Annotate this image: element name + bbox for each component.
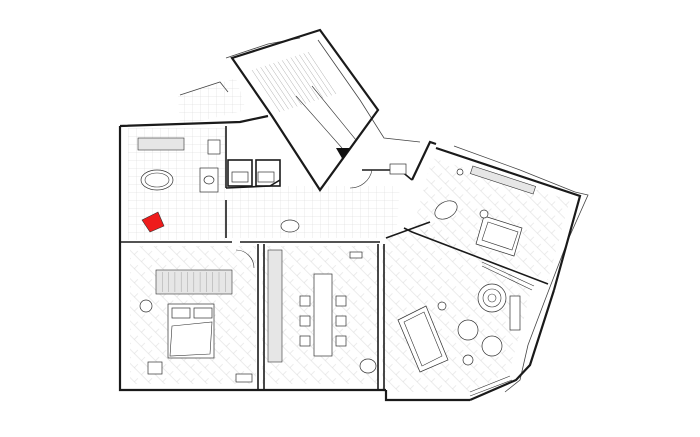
armchair-block bbox=[475, 215, 523, 257]
living-shelf bbox=[509, 295, 521, 331]
corridor-table bbox=[280, 219, 300, 233]
study-desk bbox=[470, 165, 536, 195]
kitchen-counter bbox=[267, 249, 283, 363]
dining-chair bbox=[299, 335, 311, 347]
entry-door-swing bbox=[349, 169, 373, 189]
toilet bbox=[207, 139, 221, 155]
lamp-study bbox=[456, 168, 464, 176]
site-context bbox=[179, 37, 589, 393]
stair-tread bbox=[273, 62, 302, 106]
bathroom-shelf bbox=[137, 137, 185, 151]
stair-tread bbox=[290, 57, 319, 100]
dining-chair bbox=[299, 295, 311, 307]
laundry bbox=[231, 171, 249, 183]
stair-tread bbox=[299, 54, 328, 97]
lamp-living bbox=[437, 301, 447, 311]
stair-tread bbox=[294, 56, 324, 99]
dining-chair bbox=[299, 315, 311, 327]
living-room bbox=[397, 283, 521, 397]
bedroom bbox=[139, 249, 255, 383]
bathroom bbox=[137, 137, 275, 233]
red-chair bbox=[141, 211, 165, 233]
round-rug bbox=[477, 283, 507, 313]
radiator bbox=[235, 373, 253, 383]
dining-chair bbox=[335, 335, 347, 347]
living-plant bbox=[481, 335, 503, 357]
study bbox=[434, 165, 536, 291]
stair-tread bbox=[256, 68, 285, 111]
stair-tread bbox=[264, 65, 294, 108]
stair-tread bbox=[260, 67, 289, 110]
stair-treads bbox=[251, 51, 337, 113]
stair-tread bbox=[303, 53, 332, 96]
stair-tread bbox=[286, 58, 315, 102]
bedroom-stool bbox=[147, 361, 163, 375]
stair-tread bbox=[307, 51, 337, 95]
stair-tread bbox=[277, 61, 306, 104]
wardrobe bbox=[155, 269, 233, 295]
coffee-table bbox=[457, 319, 479, 341]
entrance-triangle-icon bbox=[336, 148, 350, 160]
walls bbox=[118, 114, 582, 402]
pillow-left bbox=[171, 307, 191, 319]
stair-tread bbox=[282, 60, 311, 103]
dining-plant bbox=[359, 358, 377, 374]
study-plant bbox=[479, 209, 489, 219]
closet-shelves bbox=[257, 171, 275, 183]
dining-table bbox=[313, 273, 333, 357]
stair-tread bbox=[251, 69, 281, 113]
dining-chair bbox=[335, 315, 347, 327]
dining-chair bbox=[335, 295, 347, 307]
side-table bbox=[462, 354, 474, 366]
entry-cabinet bbox=[389, 163, 407, 175]
dining-shelf bbox=[349, 251, 363, 259]
pillow-right bbox=[193, 307, 213, 319]
stair-tread bbox=[269, 64, 298, 107]
stair-core bbox=[230, 28, 380, 192]
sofa bbox=[397, 305, 449, 373]
lounge-chair bbox=[434, 200, 458, 220]
corridor bbox=[280, 163, 407, 233]
plant-bedroom bbox=[139, 299, 153, 313]
kitchen-dining bbox=[267, 249, 377, 374]
sink bbox=[203, 175, 215, 185]
